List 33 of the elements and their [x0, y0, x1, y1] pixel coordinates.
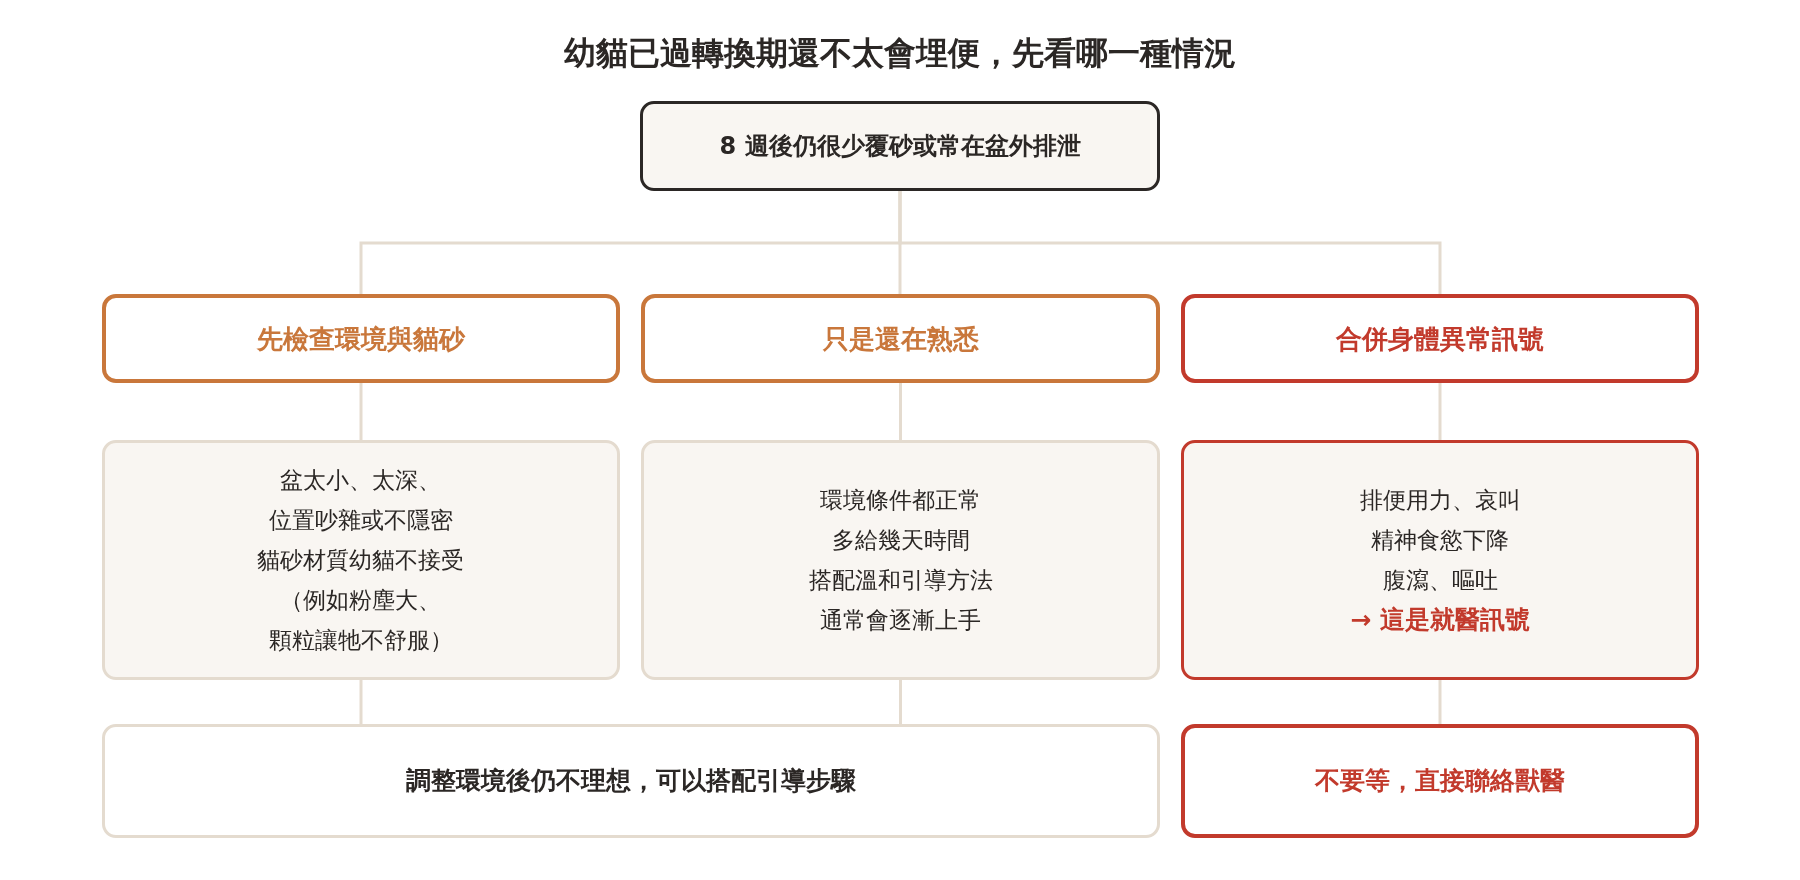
detail-text: 環境條件都正常 [820, 486, 981, 515]
category-heading: 只是還在熟悉 [822, 322, 979, 356]
connector-line [1438, 383, 1442, 440]
title: 幼貓已過轉換期還不太會埋便，先看哪一種情況 [564, 33, 1236, 74]
question-box [640, 101, 1160, 191]
category-box [1181, 294, 1699, 383]
detail-box [1181, 440, 1699, 680]
category-box [102, 294, 620, 383]
detail-text: 腹瀉、嘔吐 [1382, 566, 1498, 595]
detail-text: 貓砂材質幼貓不接受（例如粉塵大、顆粒讓牠不舒服） [256, 546, 466, 655]
connector-line [898, 191, 1442, 294]
connector-line [359, 680, 363, 724]
detail-text: 搭配溫和引導方法 [808, 566, 993, 595]
category-heading: 先檢查環境與貓砂 [257, 322, 465, 356]
detail-text: 精神食慾下降 [1371, 526, 1509, 555]
category-box [641, 294, 1160, 383]
connector-line [359, 383, 363, 440]
connector-line [1438, 680, 1442, 724]
detail-box [102, 440, 620, 680]
connector-line [899, 383, 902, 440]
connector-line [899, 680, 902, 724]
outcome-text: 調整環境後仍不理想，可以搭配引導步驟 [406, 765, 856, 797]
warning-text: → 這是就醫訊號 [1350, 604, 1530, 636]
question-text: 8 週後仍很少覆砂或常在盆外排泄 [719, 131, 1081, 162]
detail-text: 盆太小、太深、位置吵雜或不隱密 [268, 466, 454, 535]
outcome-box [1181, 724, 1699, 838]
outcome-text: 不要等，直接聯絡獸醫 [1315, 765, 1565, 797]
detail-text: 排便用力、哀叫 [1359, 486, 1521, 515]
detail-text: 多給幾天時間 [831, 526, 970, 555]
detail-box [641, 440, 1160, 680]
category-heading: 合併身體異常訊號 [1336, 322, 1544, 356]
detail-text: 通常會逐漸上手 [820, 606, 981, 635]
outcome-box [102, 724, 1160, 838]
